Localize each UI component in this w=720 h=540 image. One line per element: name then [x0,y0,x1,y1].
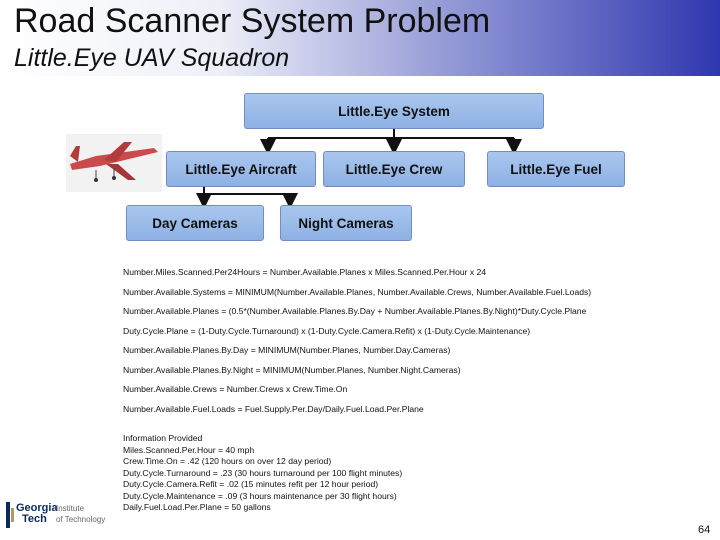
slide-title: Road Scanner System Problem [14,2,491,40]
information-item: Daily.Fuel.Load.Per.Plane = 50 gallons [123,502,271,512]
logo-mark [6,502,14,528]
information-item: Miles.Scanned.Per.Hour = 40 mph [123,444,255,455]
node-little-eye-aircraft: Little.Eye Aircraft [166,151,316,187]
formula-list: Number.Miles.Scanned.Per24Hours = Number… [123,266,643,422]
information-item: Duty.Cycle.Camera.Refit = .02 (15 minute… [123,479,379,489]
formula-line: Number.Miles.Scanned.Per24Hours = Number… [123,267,487,277]
formula-line: Duty.Cycle.Plane = (1-Duty.Cycle.Turnaro… [123,325,531,336]
formula-line: Number.Available.Systems = MINIMUM(Numbe… [123,286,592,297]
information-item: Crew.Time.On = .42 (120 hours on over 12… [123,456,332,466]
logo-subtext: Institute of Technology [56,504,106,524]
page-number: 64 [698,524,711,536]
title-banner: Road Scanner System Problem Little.Eye U… [0,0,720,76]
georgia-tech-logo: Georgia Tech Institute of Technology [6,500,114,530]
formula-line: Number.Available.Fuel.Loads = Fuel.Suppl… [123,403,424,414]
logo-wordmark: Georgia Tech [16,502,58,525]
node-little-eye-fuel: Little.Eye Fuel [487,151,625,187]
information-provided: Information Provided Miles.Scanned.Per.H… [123,433,523,514]
information-item: Duty.Cycle.Maintenance = .09 (3 hours ma… [123,490,397,501]
node-little-eye-crew: Little.Eye Crew [323,151,465,187]
node-little-eye-system: Little.Eye System [244,93,544,129]
formula-line: Number.Available.Planes = (0.5*(Number.A… [123,306,587,316]
formula-line: Number.Available.Crews = Number.Crews x … [123,384,348,394]
uav-aircraft-image [66,134,162,192]
node-night-cameras: Night Cameras [280,205,412,241]
slide-subtitle: Little.Eye UAV Squadron [14,44,290,72]
formula-line: Number.Available.Planes.By.Night = MINIM… [123,364,461,375]
node-day-cameras: Day Cameras [126,205,264,241]
information-heading: Information Provided [123,433,203,443]
information-item: Duty.Cycle.Turnaround = .23 (30 hours tu… [123,467,403,478]
formula-line: Number.Available.Planes.By.Day = MINIMUM… [123,345,451,355]
